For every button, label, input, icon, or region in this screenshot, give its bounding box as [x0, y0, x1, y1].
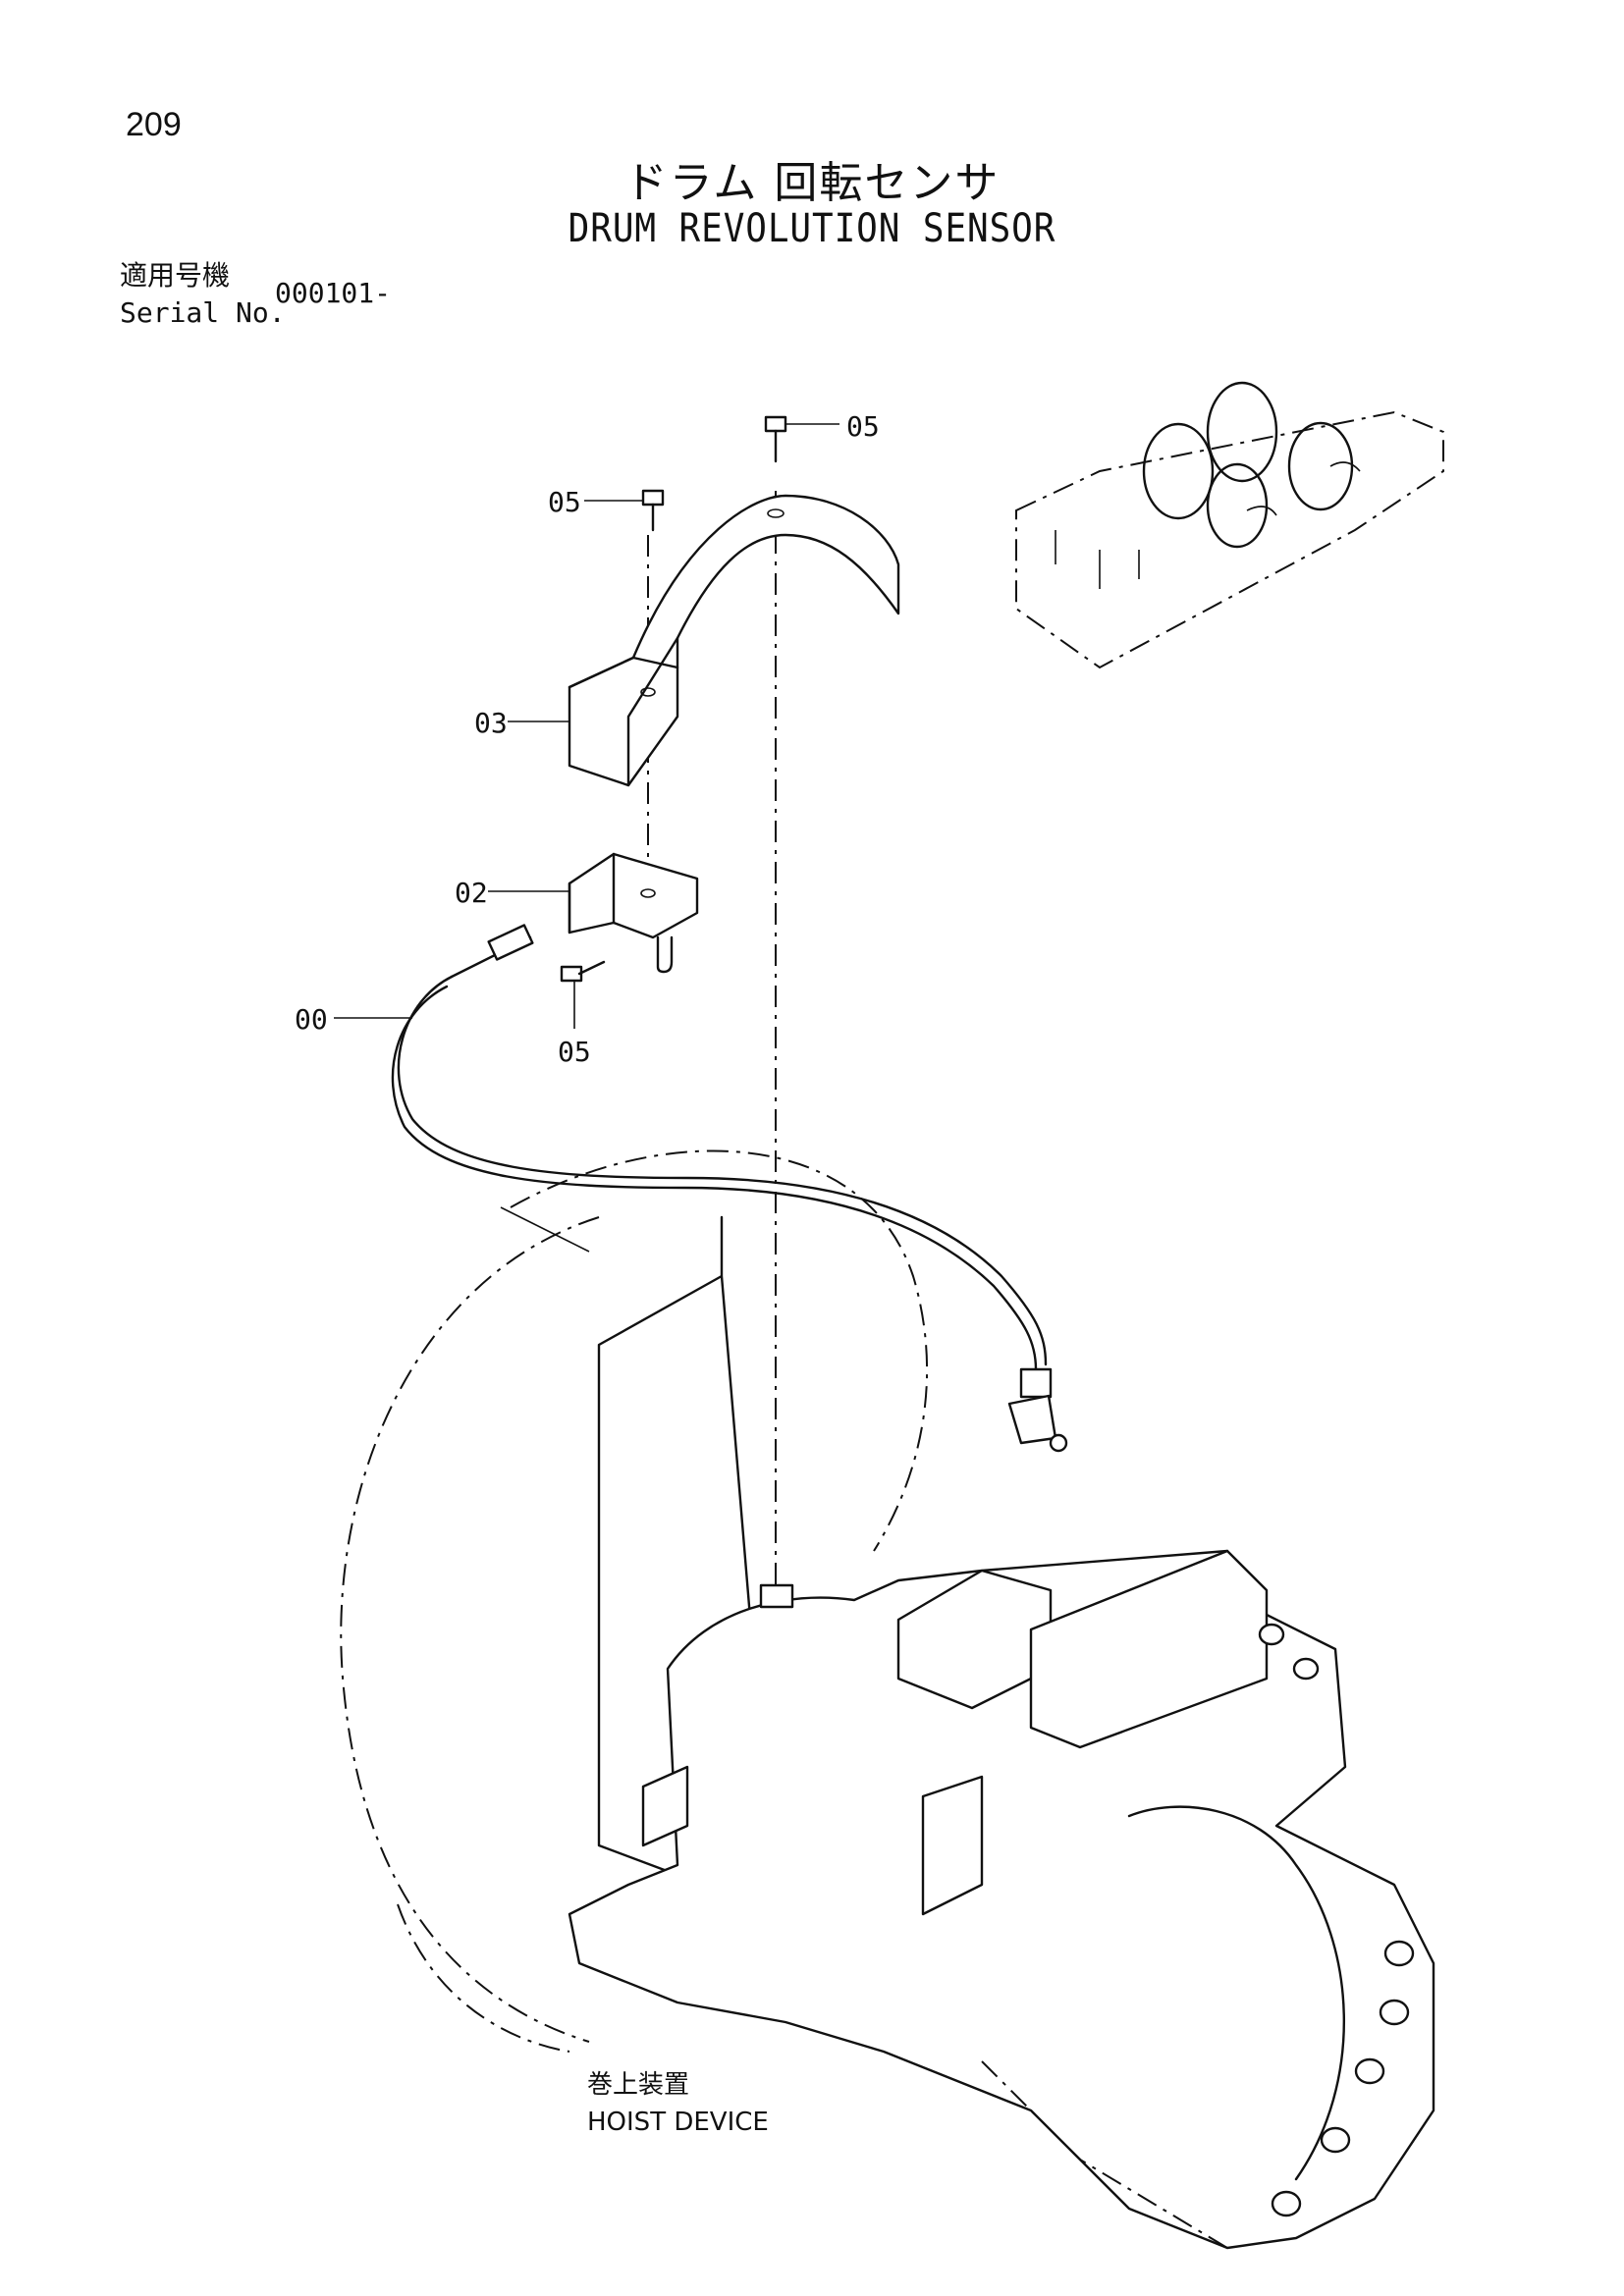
serial-label-english: Serial No. [120, 296, 286, 329]
device-label: 巻上装置 HOIST DEVICE [587, 2066, 769, 2141]
hoist-motor-assembly [568, 1549, 1435, 2250]
callout-05-bottom: 05 [558, 1036, 591, 1068]
callout-05-left: 05 [548, 486, 581, 518]
callout-03: 03 [474, 707, 508, 739]
part-00-sensor-cable [391, 924, 1068, 1453]
drum-outline [340, 1149, 929, 2053]
part-03-cover [568, 494, 900, 787]
part-05-bolts [560, 415, 787, 983]
device-label-japanese: 巻上装置 [587, 2070, 690, 2100]
callout-00: 00 [295, 1003, 328, 1036]
device-label-english: HOIST DEVICE [587, 2108, 769, 2137]
location-inset-drawing [1015, 381, 1444, 669]
serial-label-japanese: 適用号機 [120, 259, 231, 292]
serial-number: 000101- [275, 277, 392, 309]
page-title-japanese: ドラム 回転センサ [623, 158, 1001, 208]
leader-lines [334, 423, 839, 1029]
page-number: 209 [126, 106, 182, 143]
callout-05-top: 05 [846, 410, 880, 443]
part-02-bracket [568, 852, 699, 974]
callout-02: 02 [455, 877, 488, 909]
serial-label: 適用号機 Serial No. [120, 257, 286, 332]
page-title-english: DRUM REVOLUTION SENSOR [568, 206, 1056, 251]
